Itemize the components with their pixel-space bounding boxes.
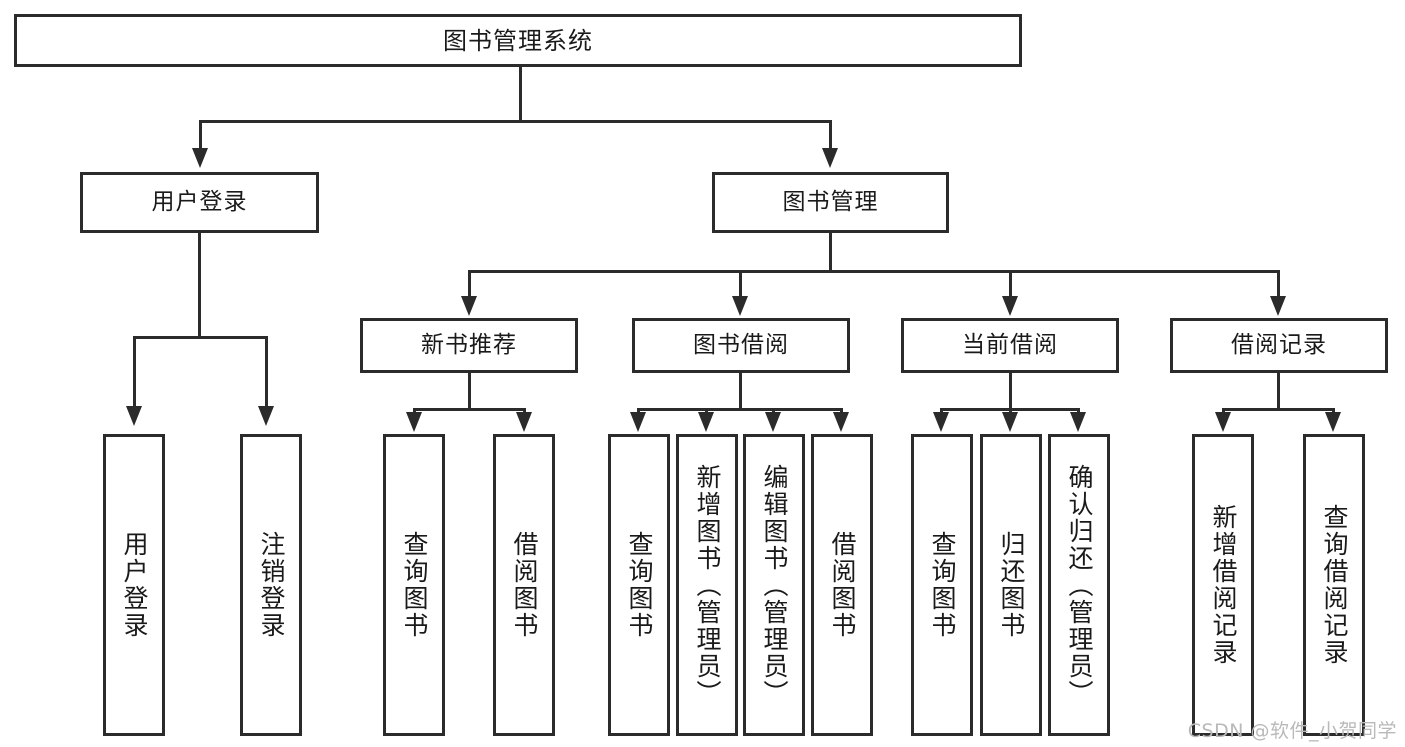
connector-currentborrow-drop-1 bbox=[940, 408, 943, 414]
connector-borrowrecord-drop-1 bbox=[1222, 408, 1225, 414]
connector-borrowrecord-stem bbox=[1277, 373, 1280, 408]
arrowhead-bookborrow-4 bbox=[833, 412, 849, 432]
connector-userlogin-stem bbox=[198, 233, 201, 336]
connector-bookborrow-drop-2 bbox=[705, 408, 708, 414]
node-label: 借阅图书 bbox=[510, 531, 539, 639]
node-root-system[interactable]: 图书管理系统 bbox=[14, 14, 1022, 67]
connector-bookborrow-drop-1 bbox=[637, 408, 640, 414]
connector-level2-drop-3 bbox=[1009, 270, 1012, 298]
arrowhead-level1-right bbox=[822, 148, 838, 168]
arrowhead-bookborrow-2 bbox=[698, 412, 714, 432]
node-label: 图书借阅 bbox=[693, 332, 789, 358]
leaf-record-add-record[interactable]: 新增借阅记录 bbox=[1192, 434, 1254, 736]
connector-level2-bar bbox=[468, 270, 1280, 273]
connector-userlogin-bar bbox=[133, 336, 268, 339]
node-label: 确认归还（管理员） bbox=[1065, 463, 1094, 707]
leaf-borrow-add-book-admin[interactable]: 新增图书（管理员） bbox=[676, 434, 738, 736]
node-user-login[interactable]: 用户登录 bbox=[80, 172, 319, 233]
connector-newbook-stem bbox=[468, 373, 471, 408]
leaf-logout[interactable]: 注销登录 bbox=[240, 434, 302, 736]
connector-bookmgmt-stem bbox=[829, 233, 832, 270]
leaf-borrow-query-book[interactable]: 查询图书 bbox=[608, 434, 670, 736]
node-label: 用户登录 bbox=[151, 189, 248, 215]
node-label: 新增图书（管理员） bbox=[693, 463, 722, 707]
arrowhead-borrowrecord-2 bbox=[1325, 412, 1341, 432]
node-label: 编辑图书（管理员） bbox=[760, 463, 789, 707]
node-label: 图书管理系统 bbox=[443, 26, 593, 55]
connector-level2-drop-1 bbox=[468, 270, 471, 298]
connector-level2-drop-2 bbox=[739, 270, 742, 298]
leaf-current-confirm-return-admin[interactable]: 确认归还（管理员） bbox=[1048, 434, 1110, 736]
node-book-management[interactable]: 图书管理 bbox=[712, 172, 949, 233]
arrowhead-level2-2 bbox=[732, 296, 748, 316]
arrowhead-currentborrow-1 bbox=[933, 412, 949, 432]
connector-level2-drop-4 bbox=[1277, 270, 1280, 298]
connector-borrowrecord-drop-2 bbox=[1332, 408, 1335, 414]
connector-root-stem bbox=[519, 67, 522, 120]
arrowhead-bookborrow-3 bbox=[765, 412, 781, 432]
leaf-borrow-borrow-book[interactable]: 借阅图书 bbox=[811, 434, 873, 736]
node-label: 借阅记录 bbox=[1231, 332, 1327, 358]
arrowhead-borrowrecord-1 bbox=[1215, 412, 1231, 432]
node-new-book-recommend[interactable]: 新书推荐 bbox=[360, 318, 578, 373]
connector-newbook-drop-2 bbox=[523, 408, 526, 414]
arrowhead-newbook-2 bbox=[516, 412, 532, 432]
leaf-newbook-query-book[interactable]: 查询图书 bbox=[383, 434, 445, 736]
node-label: 用户登录 bbox=[120, 531, 149, 639]
node-label: 查询图书 bbox=[625, 531, 654, 639]
connector-borrowrecord-bar bbox=[1222, 408, 1335, 411]
leaf-current-query-book[interactable]: 查询图书 bbox=[911, 434, 973, 736]
leaf-borrow-edit-book-admin[interactable]: 编辑图书（管理员） bbox=[743, 434, 805, 736]
node-label: 借阅图书 bbox=[828, 531, 857, 639]
node-label: 新书推荐 bbox=[421, 332, 517, 358]
arrowhead-bookborrow-1 bbox=[630, 412, 646, 432]
node-label: 注销登录 bbox=[257, 531, 286, 639]
csdn-watermark: CSDN @软件_小贺同学 bbox=[1187, 720, 1397, 742]
arrowhead-userlogin-1 bbox=[126, 406, 142, 426]
connector-currentborrow-drop-3 bbox=[1077, 408, 1080, 414]
leaf-newbook-borrow-book[interactable]: 借阅图书 bbox=[493, 434, 555, 736]
connector-bookborrow-stem bbox=[739, 373, 742, 408]
connector-newbook-drop-1 bbox=[413, 408, 416, 414]
connector-bookborrow-drop-3 bbox=[772, 408, 775, 414]
node-label: 归还图书 bbox=[997, 531, 1026, 639]
arrowhead-level2-4 bbox=[1270, 296, 1286, 316]
connector-level1-drop-left bbox=[199, 120, 202, 150]
arrowhead-newbook-1 bbox=[406, 412, 422, 432]
node-label: 当前借阅 bbox=[962, 332, 1058, 358]
arrowhead-level1-left bbox=[192, 148, 208, 168]
connector-newbook-bar bbox=[413, 408, 526, 411]
connector-currentborrow-drop-2 bbox=[1009, 408, 1012, 414]
node-label: 图书管理 bbox=[782, 189, 879, 215]
node-label: 查询图书 bbox=[400, 531, 429, 639]
connector-userlogin-drop-2 bbox=[265, 336, 268, 408]
connector-userlogin-drop-1 bbox=[133, 336, 136, 408]
arrowhead-currentborrow-3 bbox=[1070, 412, 1086, 432]
node-current-borrow[interactable]: 当前借阅 bbox=[901, 318, 1119, 373]
leaf-record-query-record[interactable]: 查询借阅记录 bbox=[1303, 434, 1365, 736]
connector-bookborrow-bar bbox=[637, 408, 843, 411]
node-label: 新增借阅记录 bbox=[1209, 504, 1238, 666]
leaf-current-return-book[interactable]: 归还图书 bbox=[980, 434, 1042, 736]
arrowhead-level2-3 bbox=[1002, 296, 1018, 316]
node-book-borrow[interactable]: 图书借阅 bbox=[632, 318, 850, 373]
connector-currentborrow-stem bbox=[1009, 373, 1012, 408]
node-label: 查询借阅记录 bbox=[1320, 504, 1349, 666]
leaf-user-login[interactable]: 用户登录 bbox=[103, 434, 165, 736]
connector-bookborrow-drop-4 bbox=[840, 408, 843, 414]
arrowhead-level2-1 bbox=[461, 296, 477, 316]
connector-level1-drop-right bbox=[829, 120, 832, 150]
arrowhead-userlogin-2 bbox=[258, 406, 274, 426]
arrowhead-currentborrow-2 bbox=[1002, 412, 1018, 432]
connector-level1-bar bbox=[199, 120, 832, 123]
node-label: 查询图书 bbox=[928, 531, 957, 639]
node-borrow-record[interactable]: 借阅记录 bbox=[1170, 318, 1388, 373]
